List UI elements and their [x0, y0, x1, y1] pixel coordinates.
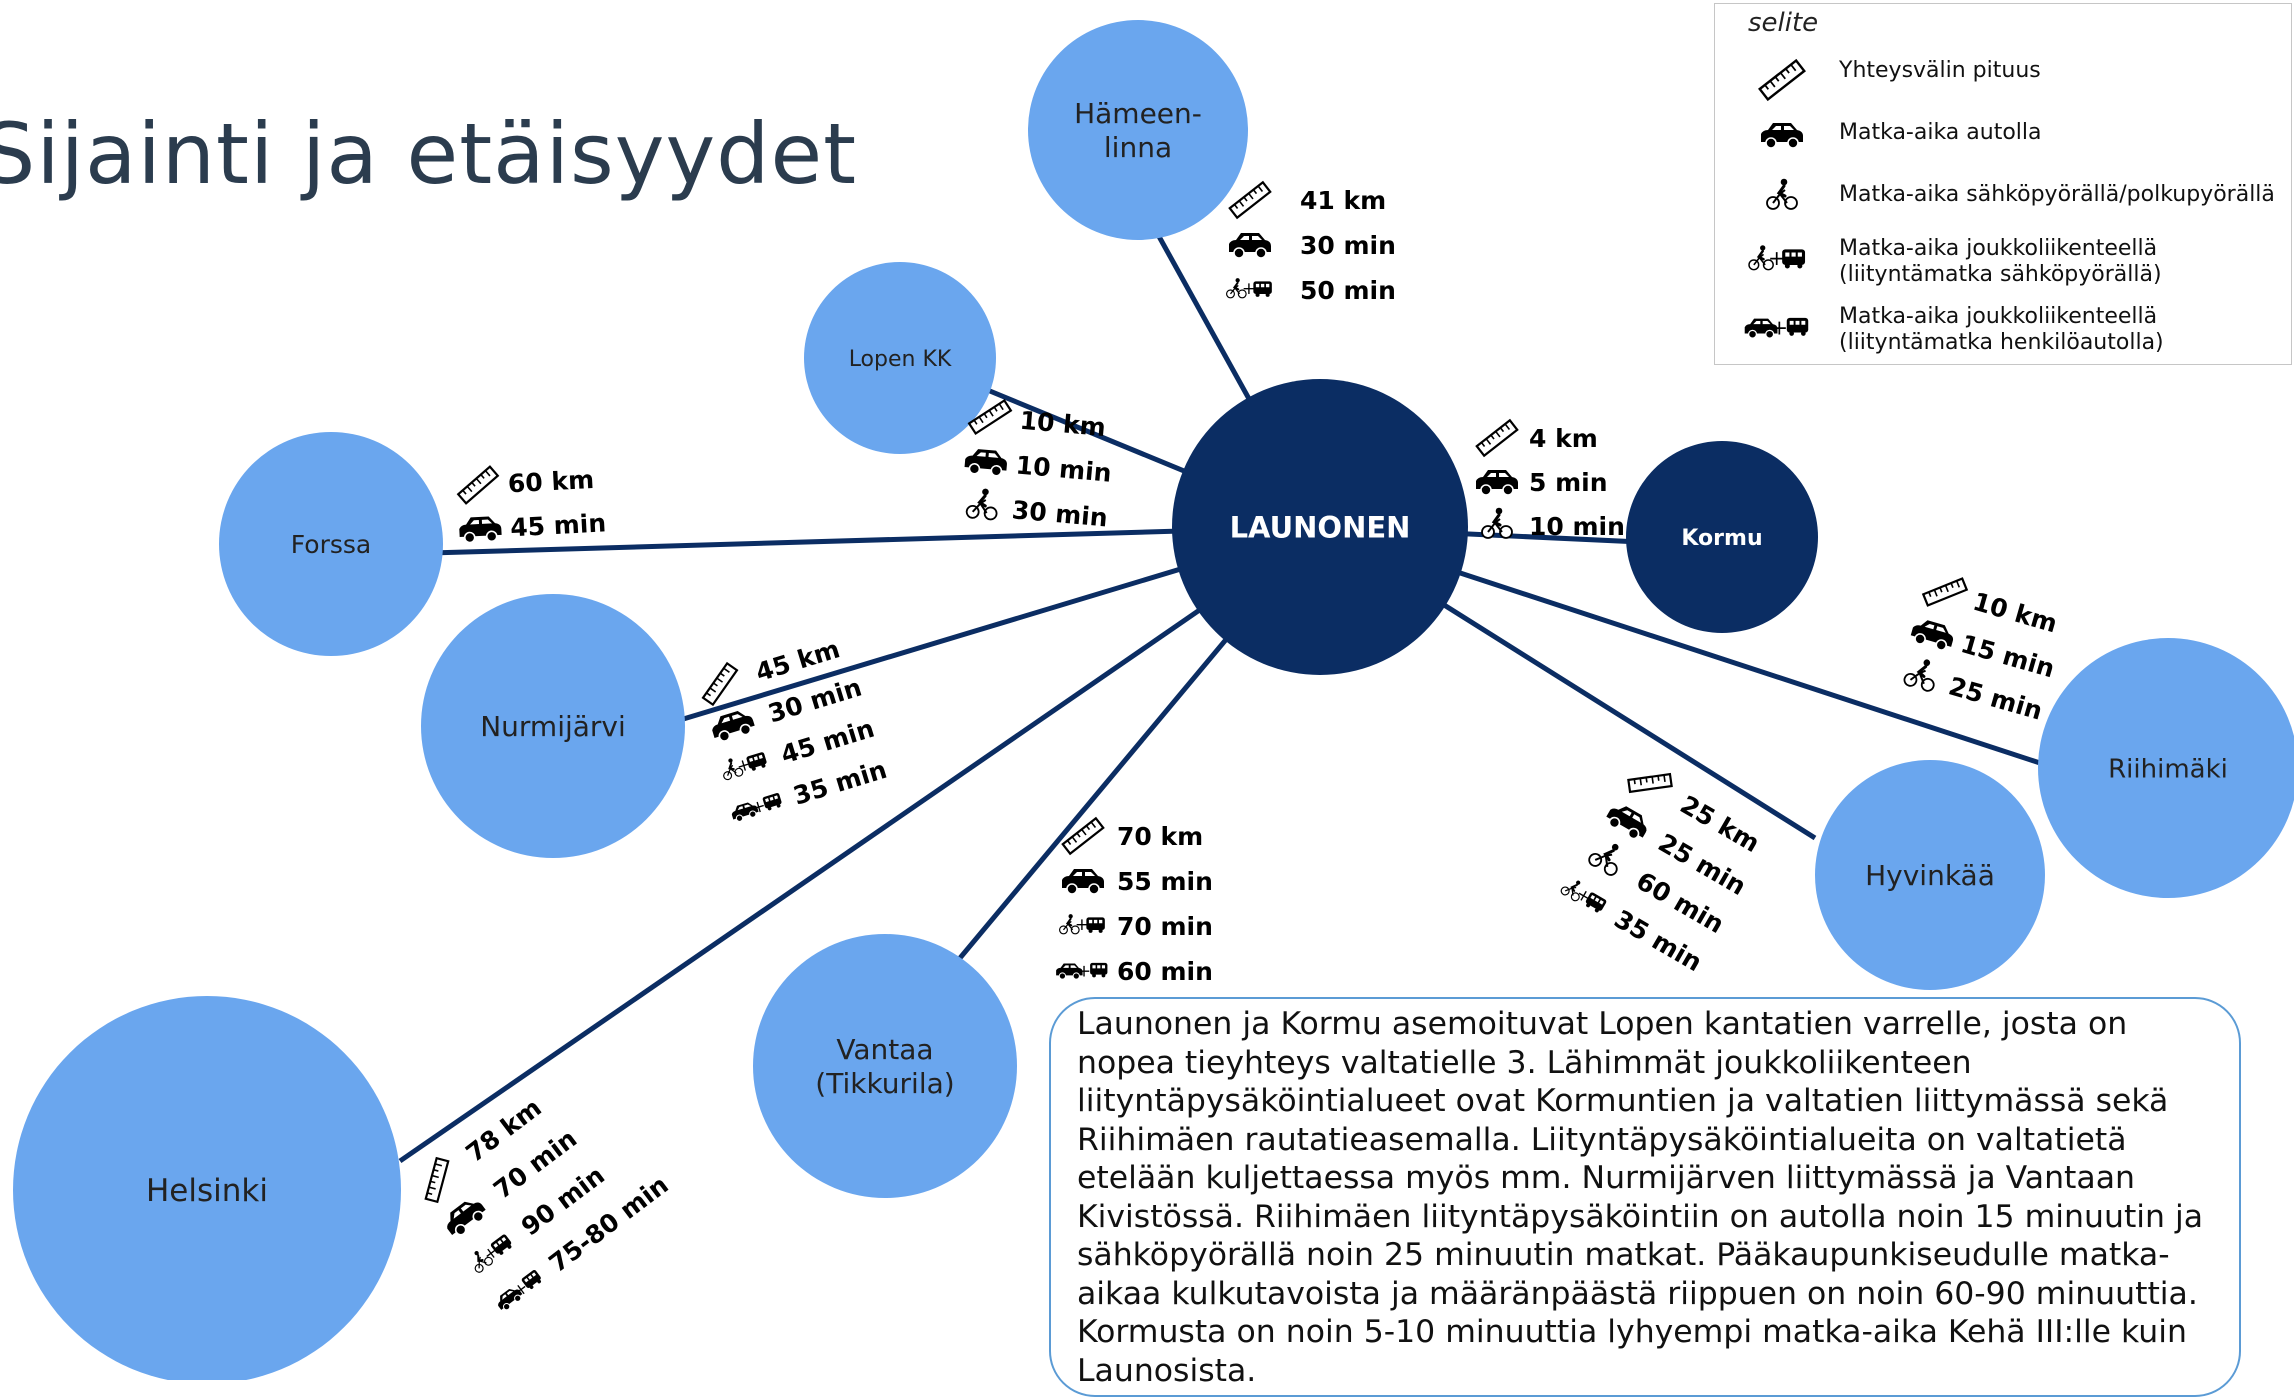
- distance-group-lopen-kk: 10 km 10 min 30 min: [963, 396, 1113, 533]
- distance-value: 10 km: [1970, 587, 2061, 639]
- distance-value: 60 km: [507, 465, 595, 498]
- ruler-icon: [455, 465, 501, 505]
- bike-icon: [1585, 834, 1630, 879]
- line-forssa: [429, 524, 1321, 556]
- node-vantaa: [753, 934, 1017, 1198]
- node-launonen: [1172, 379, 1468, 675]
- car-icon: [708, 706, 758, 745]
- distance-value: 30 min: [1300, 231, 1396, 260]
- node-label-kormu: Kormu: [1681, 526, 1762, 551]
- ruler-icon: [694, 660, 746, 708]
- node-label-riihimaki: Riihimäki: [2108, 754, 2228, 784]
- car-icon: [1475, 469, 1519, 496]
- distance-value: 45 km: [752, 634, 843, 687]
- bike-plus-transit-icon: [1749, 245, 1805, 270]
- distance-value: 5 min: [1529, 468, 1608, 497]
- page-title: Sijainti ja etäisyydet: [0, 105, 858, 203]
- bike-bus-icon: [1060, 914, 1105, 934]
- car-bus-icon: [1056, 960, 1107, 980]
- bike-bus-icon: [1560, 875, 1609, 915]
- description-box: Launonen ja Kormu asemoituvat Lopen kant…: [1049, 997, 2241, 1397]
- ruler-icon: [1758, 59, 1806, 101]
- ruler-icon: [1061, 817, 1105, 855]
- distance-group-vantaa: 70 km 55 min 70 min 60 min: [1056, 817, 1213, 986]
- node-forssa: [219, 432, 443, 656]
- legend-label-ruler: Yhteysvälin pituus: [1839, 58, 2041, 83]
- node-label-helsinki: Helsinki: [146, 1173, 268, 1209]
- bike-bus-icon: [719, 748, 768, 780]
- node-label-launonen: LAUNONEN: [1230, 510, 1411, 544]
- node-label-forssa: Forssa: [291, 530, 371, 559]
- node-label-vantaa: Vantaa(Tikkurila): [815, 1033, 954, 1100]
- ruler-icon: [409, 1152, 465, 1208]
- distance-value: 25 min: [1945, 671, 2045, 725]
- distance-value: 10 min: [1015, 450, 1113, 487]
- car-icon: [1760, 122, 1804, 149]
- car-plus-transit-icon: [1745, 316, 1809, 340]
- node-label-nurmijarvi: Nurmijärvi: [480, 710, 626, 743]
- distance-value: 45 min: [510, 508, 607, 542]
- node-kormu: [1626, 441, 1818, 633]
- legend-label-bike: Matka-aika sähköpyörällä/polkupyörällä: [1839, 182, 2275, 207]
- legend-icons: [1715, 59, 1825, 364]
- distance-value: 41 km: [1300, 186, 1386, 215]
- line-helsinki: [398, 524, 1322, 1164]
- distance-value: 55 min: [1117, 867, 1213, 896]
- node-label-lopen-kk: Lopen KK: [849, 347, 952, 372]
- bike-icon: [1901, 653, 1942, 694]
- legend-box: selite Yhteysvälin pituus Matka-aika aut…: [1714, 3, 2292, 365]
- bike-bus-icon: [466, 1231, 514, 1274]
- distance-group-forssa: 60 km 45 min: [455, 465, 607, 544]
- ruler-icon: [1475, 419, 1519, 457]
- distance-value: 60 min: [1117, 957, 1213, 986]
- node-hameenlinna: [1028, 20, 1248, 240]
- bike-icon: [1765, 177, 1799, 211]
- node-lopen-kk: [804, 262, 996, 454]
- bike-icon: [964, 485, 1001, 522]
- legend-label-bike-transit: Matka-aika joukkoliikenteellä (liityntäm…: [1839, 236, 2162, 287]
- car-bus-icon: [492, 1267, 545, 1314]
- node-hyvinkaa: [1815, 760, 2045, 990]
- distance-value: 50 min: [1300, 276, 1396, 305]
- ruler-icon: [1919, 568, 1971, 616]
- car-icon: [1228, 232, 1272, 259]
- car-icon: [1908, 616, 1958, 654]
- bike-bus-icon: [1227, 278, 1272, 298]
- legend-label-car: Matka-aika autolla: [1839, 120, 2042, 145]
- distance-value: 70 km: [1117, 822, 1203, 851]
- ruler-icon: [1622, 756, 1678, 810]
- car-icon: [1061, 868, 1105, 895]
- node-helsinki: [13, 996, 401, 1380]
- car-icon: [457, 515, 503, 544]
- node-riihimaki: [2038, 638, 2294, 898]
- distance-value: 10 km: [1019, 406, 1107, 442]
- distance-value: 70 min: [1117, 912, 1213, 941]
- car-bus-icon: [729, 790, 784, 824]
- distance-value: 10 min: [1529, 512, 1625, 541]
- ruler-icon: [1228, 181, 1272, 219]
- distance-group-hameenlinna: 41 km 30 min 50 min: [1227, 181, 1396, 305]
- node-label-hameenlinna: Hämeen-linna: [1074, 97, 1202, 164]
- distance-value: 30 min: [1011, 495, 1109, 532]
- legend-title: selite: [1748, 8, 1819, 38]
- node-label-hyvinkaa: Hyvinkää: [1865, 859, 1995, 892]
- distance-value: 4 km: [1529, 424, 1598, 453]
- car-icon: [963, 447, 1009, 478]
- legend-label-car-transit: Matka-aika joukkoliikenteellä (liityntäm…: [1839, 304, 2164, 355]
- distance-group-kormu: 4 km 5 min 10 min: [1475, 419, 1625, 541]
- car-icon: [1602, 799, 1653, 844]
- distance-value: 15 min: [1958, 629, 2058, 683]
- node-nurmijarvi: [421, 594, 685, 858]
- car-icon: [439, 1193, 491, 1241]
